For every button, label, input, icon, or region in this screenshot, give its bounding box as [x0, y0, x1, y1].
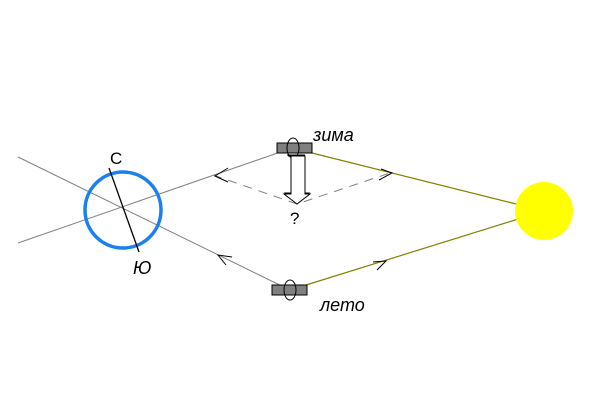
- arrowhead-left-icon: [213, 167, 229, 183]
- earth-axis: [108, 167, 140, 253]
- reflected-ray-winter: [17, 147, 293, 244]
- arrowhead-left-icon: [216, 254, 233, 266]
- south-label: Ю: [133, 258, 151, 278]
- sun-icon: [515, 182, 573, 240]
- north-label: С: [110, 149, 122, 168]
- mirror-summer-icon: [271, 279, 308, 301]
- sun-ray-winter: [291, 147, 545, 212]
- earth-icon: [83, 170, 163, 250]
- winter-label: зима: [312, 125, 354, 145]
- sun-ray-summer: [289, 210, 545, 291]
- hollow-down-arrow-body: [282, 155, 312, 205]
- reflected-ray-summer: [17, 156, 291, 291]
- summer-label: лето: [319, 295, 365, 315]
- question-label: ?: [290, 209, 299, 228]
- arrowhead-right-icon: [372, 260, 388, 271]
- arrowhead-right-icon: [378, 168, 394, 181]
